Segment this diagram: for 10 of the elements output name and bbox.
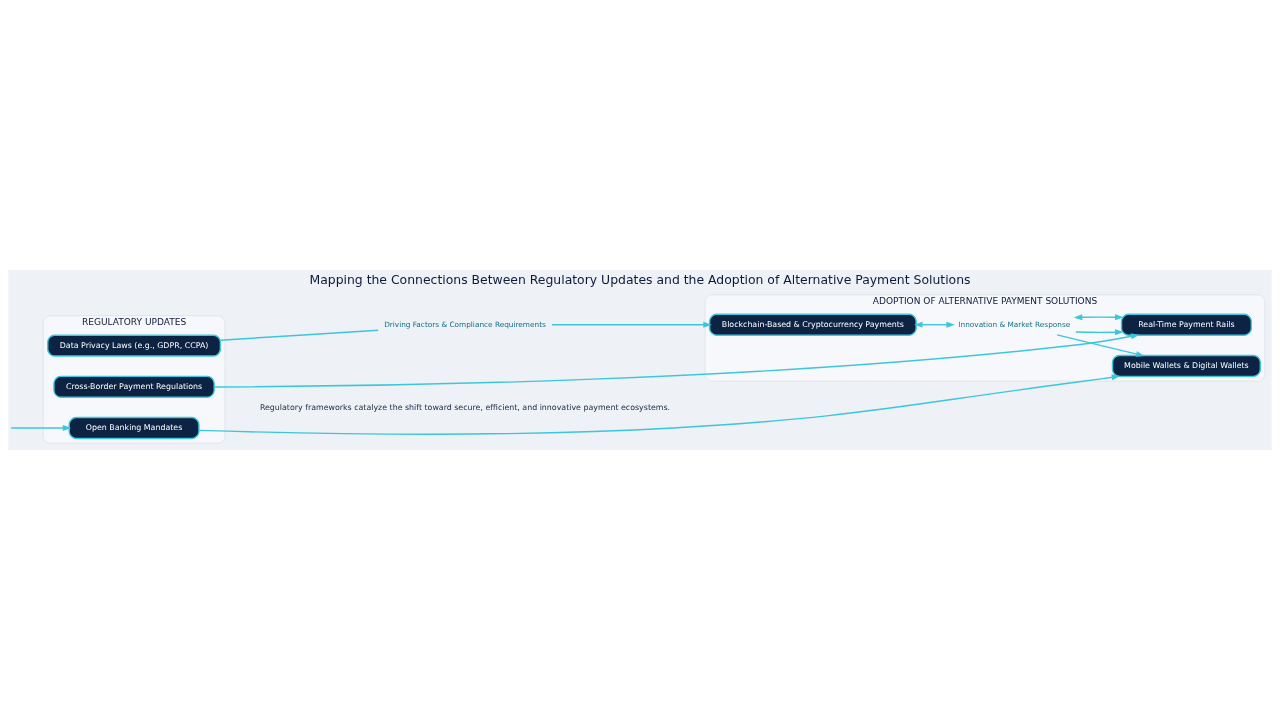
arrow (551, 321, 712, 328)
arrow (213, 333, 1140, 388)
arrow (10, 425, 72, 431)
arrow (1056, 334, 1145, 357)
arrow (198, 374, 1121, 435)
arrow (1073, 314, 1124, 321)
connector (219, 329, 379, 341)
arrow (914, 321, 955, 328)
arrow (1075, 329, 1124, 336)
diagram-title: Mapping the Connections Between Regulatory Updates and the Adoption of Alternative Payment Solutions (309, 272, 971, 288)
